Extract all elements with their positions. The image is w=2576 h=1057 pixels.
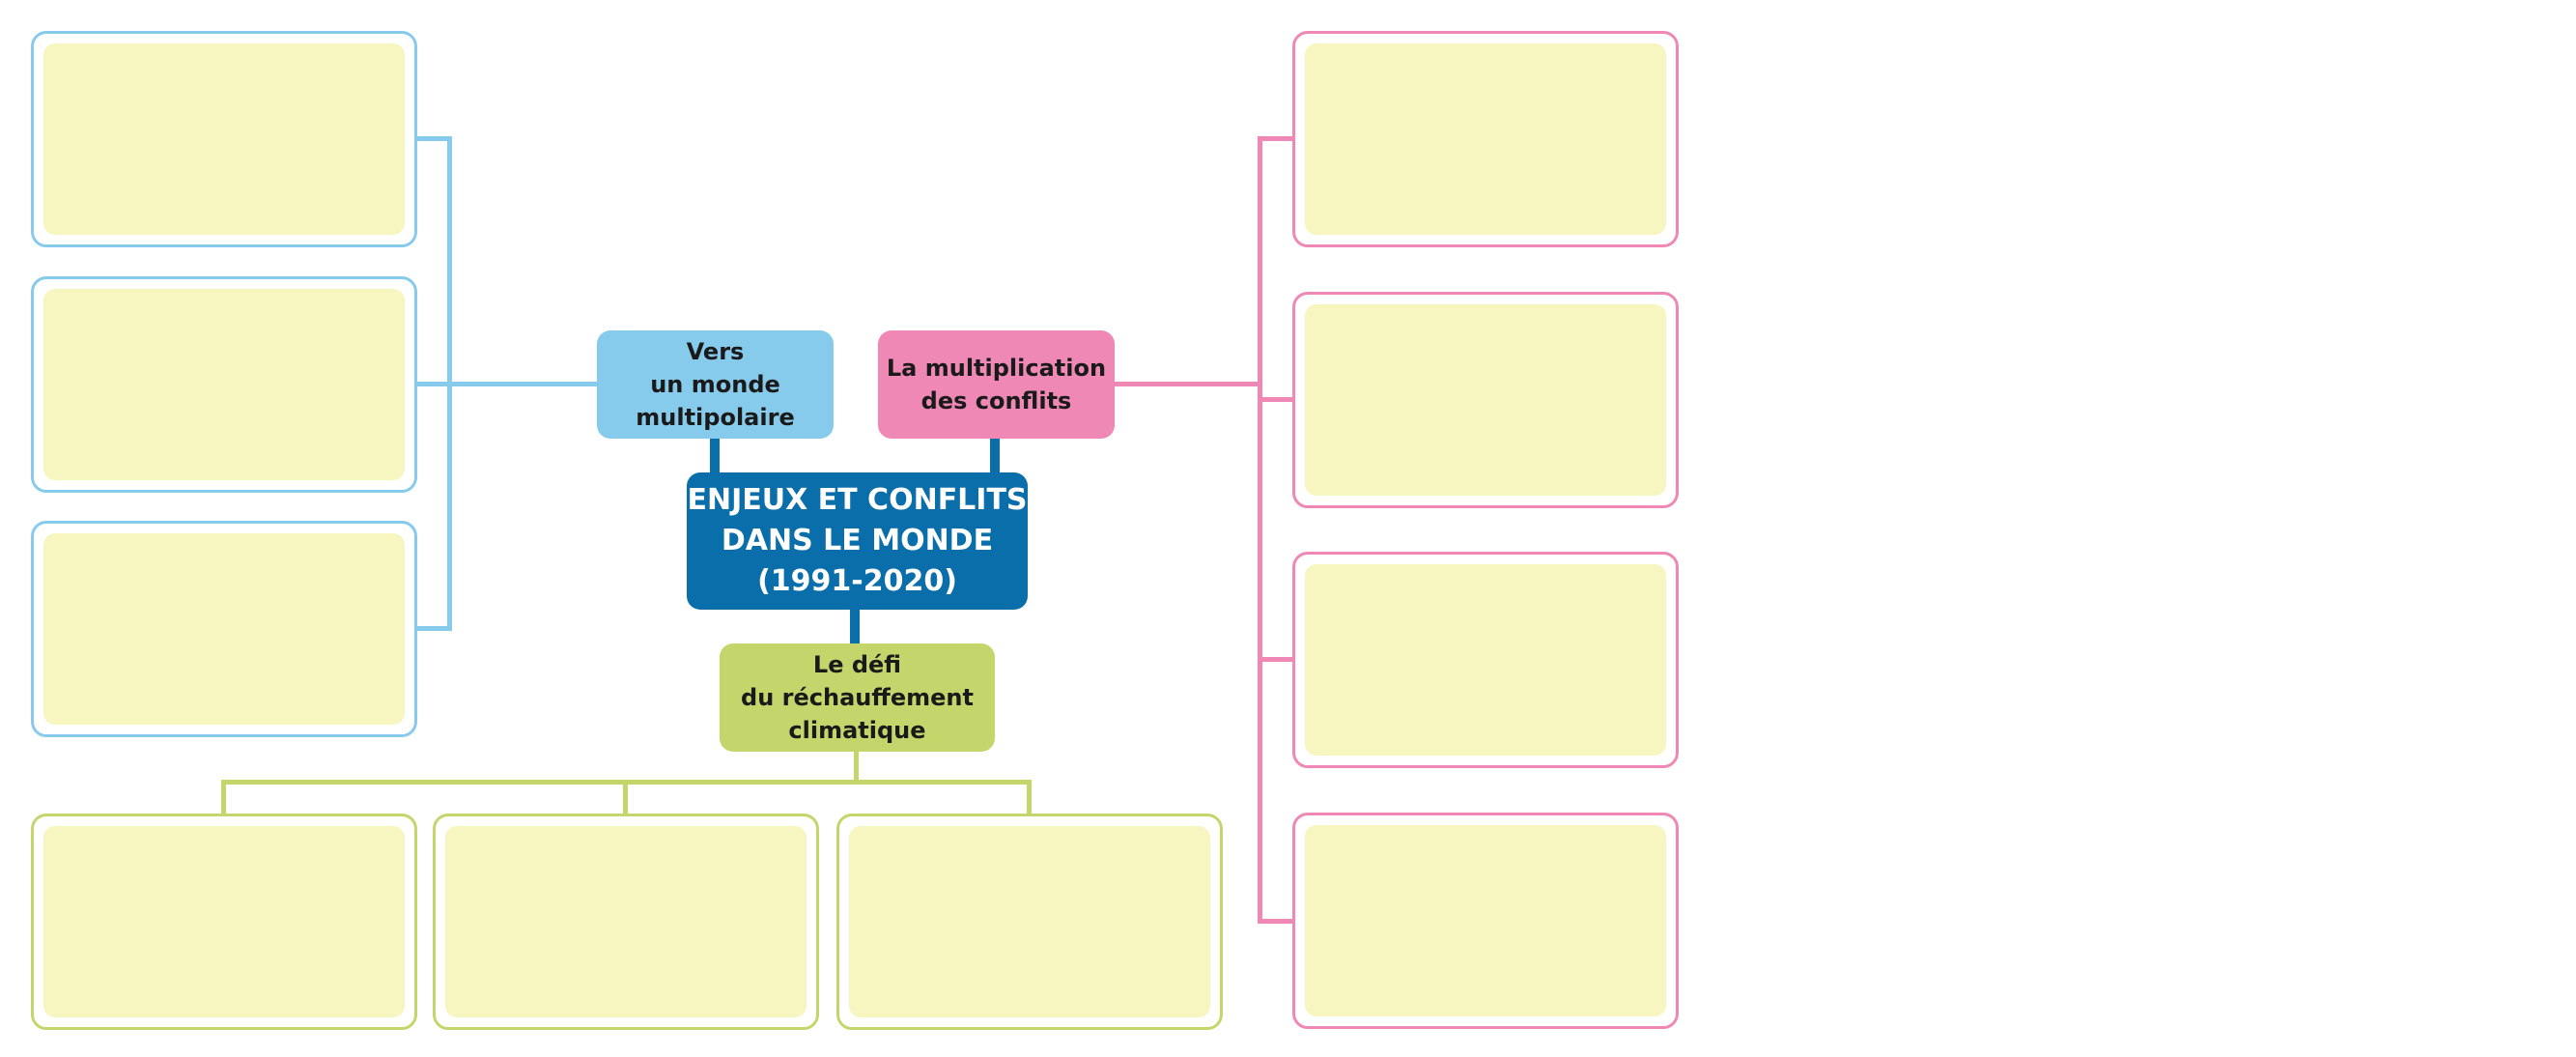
answer-box-multipolar-2[interactable]: [31, 276, 417, 493]
answer-box-fill: [43, 289, 405, 480]
answer-box-multipolar-1[interactable]: [31, 31, 417, 247]
connector-pink: [1258, 397, 1294, 402]
node-text-line: multipolaire: [636, 404, 795, 431]
answer-box-conflicts-2[interactable]: [1292, 292, 1679, 508]
answer-box-conflicts-3[interactable]: [1292, 552, 1679, 768]
connector-blue: [447, 136, 452, 631]
connector-green: [623, 780, 628, 816]
answer-box-fill: [43, 826, 405, 1017]
node-title-line: (1991-2020): [757, 564, 957, 598]
node-text-line: climatique: [788, 717, 926, 744]
connector-green: [221, 780, 226, 816]
connector-blue: [415, 136, 452, 141]
node-text-line: des conflits: [920, 387, 1072, 414]
connector-pink: [1258, 136, 1294, 141]
connector-center: [850, 607, 860, 645]
answer-box-fill: [849, 826, 1210, 1017]
node-text-line: Le défi: [812, 651, 902, 678]
answer-box-climate-3[interactable]: [836, 814, 1223, 1030]
connector-pink: [1109, 382, 1259, 386]
answer-box-conflicts-1[interactable]: [1292, 31, 1679, 247]
branch-node-conflicts: La multiplication des conflits: [878, 330, 1115, 439]
connector-blue: [415, 626, 452, 631]
connector-blue: [414, 382, 599, 386]
answer-box-fill: [1305, 304, 1666, 496]
connector-center: [990, 438, 1000, 474]
connector-pink: [1258, 657, 1294, 662]
answer-box-fill: [1305, 43, 1666, 235]
answer-box-fill: [1305, 825, 1666, 1016]
answer-box-fill: [1305, 564, 1666, 756]
answer-box-multipolar-3[interactable]: [31, 521, 417, 737]
answer-box-fill: [445, 826, 807, 1017]
branch-node-climate: Le défi du réchauffement climatique: [720, 643, 995, 752]
node-title-line: DANS LE MONDE: [721, 524, 994, 557]
node-text-line: du réchauffement: [741, 684, 974, 711]
answer-box-climate-2[interactable]: [433, 814, 819, 1030]
central-node: ENJEUX ET CONFLITS DANS LE MONDE (1991-2…: [687, 472, 1028, 610]
connector-pink: [1258, 919, 1294, 924]
connector-green: [854, 749, 859, 783]
answer-box-conflicts-4[interactable]: [1292, 813, 1679, 1029]
node-text-line: Vers: [686, 338, 745, 365]
connector-pink: [1258, 136, 1262, 924]
node-title-line: ENJEUX ET CONFLITS: [687, 483, 1028, 517]
node-text-line: un monde: [650, 371, 780, 398]
answer-box-climate-1[interactable]: [31, 814, 417, 1030]
node-text-line: La multiplication: [886, 355, 1107, 382]
connector-green: [1027, 780, 1032, 816]
branch-node-multipolar: Vers un monde multipolaire: [597, 330, 834, 439]
connector-center: [710, 438, 720, 474]
answer-box-fill: [43, 533, 405, 725]
answer-box-fill: [43, 43, 405, 235]
